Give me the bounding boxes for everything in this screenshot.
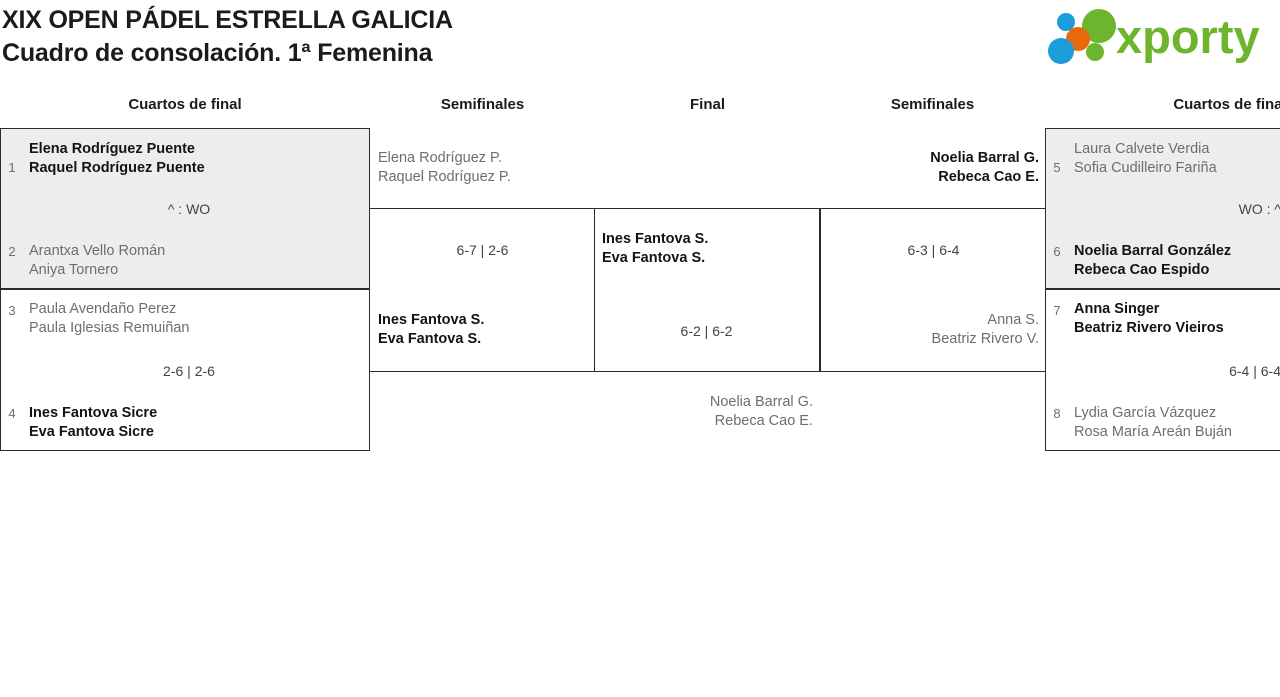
- player-name: Beatriz Rivero V.: [931, 331, 1039, 347]
- player-name: Ines Fantova S.: [602, 231, 709, 247]
- team-name: Lydia García Vázquez Rosa María Areán Bu…: [1074, 404, 1232, 442]
- player-name: Arantxa Vello Román: [29, 243, 166, 259]
- team-name: Ines Fantova Sicre Eva Fantova Sicre: [29, 404, 157, 442]
- player-name: Rebeca Cao Espido: [1074, 262, 1210, 278]
- match-box-left-qf-2[interactable]: 3 Paula Avendaño Perez Paula Iglesias Re…: [0, 289, 370, 451]
- match-box-left-sf[interactable]: 6-7 | 2-6: [369, 208, 595, 372]
- player-name: Ines Fantova Sicre: [29, 405, 158, 421]
- match-box-right-qf-1[interactable]: 5 Laura Calvete Verdia Sofia Cudilleiro …: [1045, 128, 1280, 289]
- player-name: Noelia Barral González: [1074, 243, 1232, 259]
- round-header-final: Final: [689, 96, 725, 113]
- player-name: Anna S.: [987, 312, 1039, 328]
- player-name: Rebeca Cao E.: [938, 169, 1039, 185]
- team-name-right-sf-bottom: Anna S. Beatriz Rivero V.: [820, 311, 1039, 349]
- match-score: WO : ^: [1238, 201, 1280, 217]
- team-name: Laura Calvete Verdia Sofia Cudilleiro Fa…: [1074, 140, 1217, 178]
- seed-number: 7: [1053, 303, 1061, 318]
- player-name: Eva Fantova S.: [378, 331, 482, 347]
- seed-number: 8: [1053, 406, 1061, 421]
- round-header-left-sf: Semifinales: [440, 96, 525, 113]
- team-name: Paula Avendaño Perez Paula Iglesias Remu…: [29, 300, 189, 338]
- player-name: Elena Rodríguez P.: [378, 150, 502, 166]
- team-name-final-top: Ines Fantova S. Eva Fantova S.: [602, 230, 708, 268]
- team-name: Elena Rodríguez Puente Raquel Rodríguez …: [29, 140, 205, 178]
- page-title: XIX OPEN PÁDEL ESTRELLA GALICIA Cuadro d…: [0, 0, 760, 69]
- tournament-name: XIX OPEN PÁDEL ESTRELLA GALICIA: [2, 6, 453, 34]
- team-name-right-sf-top: Noelia Barral G. Rebeca Cao E.: [820, 149, 1039, 187]
- player-name: Eva Fantova Sicre: [29, 424, 154, 440]
- player-name: Beatriz Rivero Vieiros: [1074, 320, 1224, 336]
- team-name: Anna Singer Beatriz Rivero Vieiros: [1074, 300, 1224, 338]
- team-name: Noelia Barral González Rebeca Cao Espido: [1074, 242, 1231, 280]
- seed-number: 2: [8, 244, 16, 259]
- logo-dot-green-small: [1086, 43, 1104, 61]
- logo-dot-blue-large: [1048, 38, 1074, 64]
- bracket-subtitle: Cuadro de consolación. 1ª Femenina: [2, 38, 433, 67]
- match-box-left-qf-1[interactable]: 1 Elena Rodríguez Puente Raquel Rodrígue…: [0, 128, 370, 289]
- match-score-final: 6-2 | 6-2: [680, 323, 733, 339]
- player-name: Raquel Rodríguez Puente: [29, 160, 205, 176]
- match-score: 6-3 | 6-4: [907, 242, 960, 258]
- player-name: Anna Singer: [1074, 301, 1160, 317]
- player-name: Rebeca Cao E.: [714, 413, 813, 429]
- player-name: Lydia García Vázquez: [1074, 405, 1217, 421]
- team-name: Arantxa Vello Román Aniya Tornero: [29, 242, 165, 280]
- player-name: Elena Rodríguez Puente: [29, 141, 195, 157]
- round-header-right-sf: Semifinales: [890, 96, 975, 113]
- player-name: Eva Fantova S.: [602, 250, 706, 266]
- player-name: Paula Avendaño Perez: [29, 301, 177, 317]
- player-name: Laura Calvete Verdia: [1074, 141, 1210, 157]
- team-name-left-sf-bottom: Ines Fantova S. Eva Fantova S.: [378, 311, 484, 349]
- seed-number: 1: [8, 160, 16, 175]
- match-box-right-sf[interactable]: 6-3 | 6-4: [820, 208, 1046, 372]
- seed-number: 5: [1053, 160, 1061, 175]
- team-name-final-bottom: Noelia Barral G. Rebeca Cao E.: [593, 393, 813, 431]
- logo-dot-green-large: [1082, 9, 1116, 43]
- match-score: 2-6 | 2-6: [163, 363, 215, 379]
- logo-wordmark: xporty: [1116, 10, 1260, 63]
- player-name: Paula Iglesias Remuiñan: [29, 320, 190, 336]
- player-name: Noelia Barral G.: [930, 150, 1039, 166]
- match-score: 6-7 | 2-6: [456, 242, 509, 258]
- player-name: Ines Fantova S.: [378, 312, 485, 328]
- player-name: Sofia Cudilleiro Fariña: [1074, 160, 1217, 176]
- match-score: ^ : WO: [167, 201, 211, 217]
- match-box-final[interactable]: [594, 208, 820, 372]
- player-name: Raquel Rodríguez P.: [378, 169, 511, 185]
- seed-number: 6: [1053, 244, 1061, 259]
- seed-number: 3: [8, 303, 16, 318]
- match-score: 6-4 | 6-4: [1229, 363, 1280, 379]
- team-name-left-sf-top: Elena Rodríguez P. Raquel Rodríguez P.: [378, 149, 511, 187]
- player-name: Aniya Tornero: [29, 262, 119, 278]
- logo-dot-blue-small: [1057, 13, 1075, 31]
- xporty-logo[interactable]: xporty: [1042, 6, 1272, 68]
- match-box-right-qf-2[interactable]: 7 Anna Singer Beatriz Rivero Vieiros 6-4…: [1045, 289, 1280, 451]
- round-header-right-qf: Cuartos de final: [1173, 96, 1280, 113]
- player-name: Noelia Barral G.: [709, 394, 813, 410]
- seed-number: 4: [8, 406, 16, 421]
- round-header-left-qf: Cuartos de final: [128, 96, 242, 113]
- player-name: Rosa María Areán Buján: [1074, 424, 1232, 440]
